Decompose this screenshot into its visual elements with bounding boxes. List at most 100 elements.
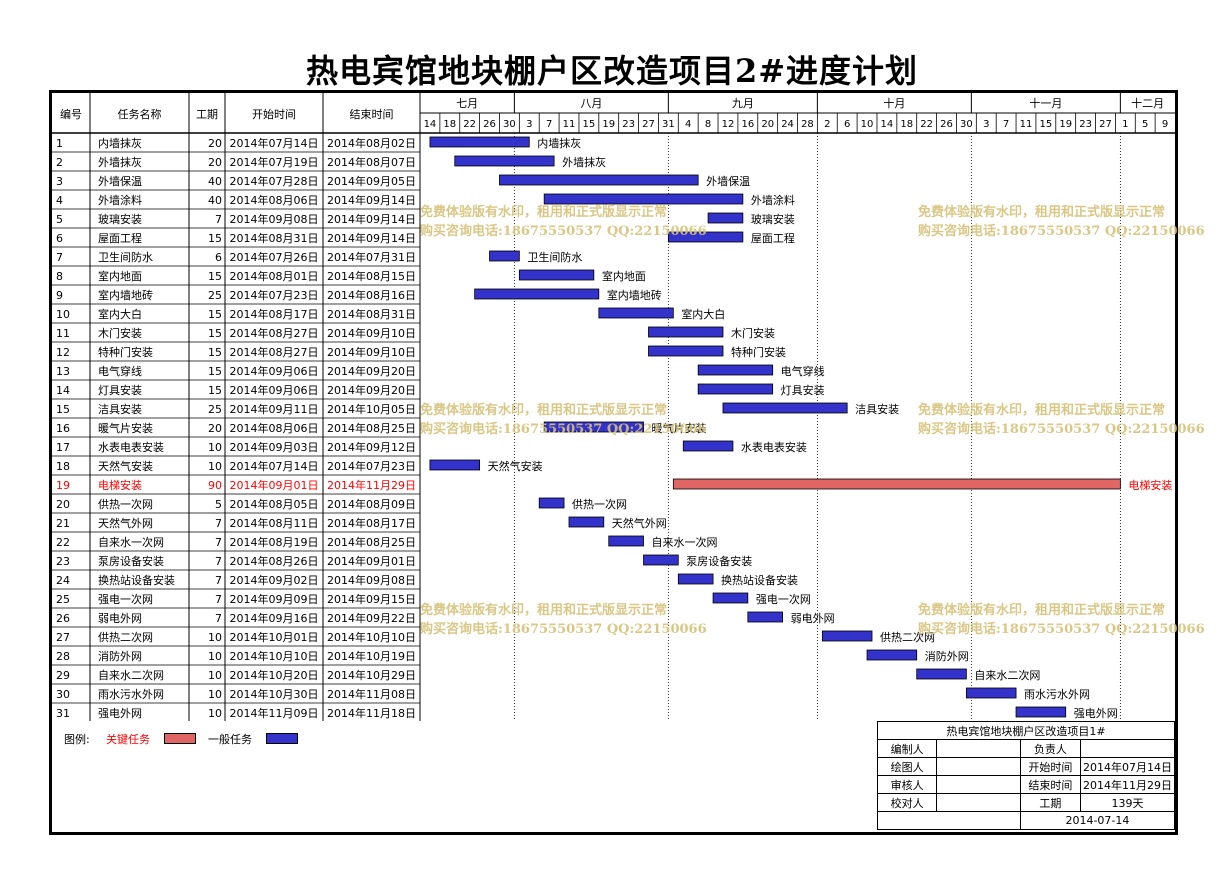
day-tick: 19 [602,119,615,130]
info-start-value: 2014年07月14日 [1079,757,1176,776]
task-start: 2014年11月09日 [230,706,319,720]
bar-label: 天然气外网 [612,516,667,530]
task-start: 2014年09月03日 [230,440,319,454]
task-bar [965,687,1017,699]
task-name: 消防外网 [98,649,142,663]
task-duration: 7 [215,536,222,549]
task-name: 室内墙地砖 [98,288,153,302]
task-name: 弱电外网 [98,612,142,625]
day-tick: 9 [1162,119,1168,130]
task-bar [1015,706,1067,718]
info-duration-value: 139天 [1079,793,1176,812]
day-tick: 30 [960,119,973,130]
task-end: 2014年08月25日 [327,535,416,549]
legend-normal-label: 一般任务 [208,733,252,746]
task-no: 6 [56,232,63,245]
task-no: 10 [56,308,70,321]
info-reviewer-label: 审核人 [876,775,938,794]
day-tick: 30 [503,119,516,130]
task-start: 2014年08月06日 [230,421,319,435]
task-end: 2014年08月25日 [327,421,416,435]
day-tick: 15 [1039,119,1052,130]
task-name: 强电外网 [98,707,142,720]
header-end: 结束时间 [350,108,394,121]
task-no: 4 [56,194,63,207]
task-end: 2014年10月19日 [327,649,416,663]
info-project: 热电宾馆地块棚户区改造项目1# [877,721,1175,740]
task-end: 2014年08月02日 [327,136,416,150]
month-label: 十月 [883,96,905,110]
info-owner-value [1079,739,1176,758]
task-duration: 7 [215,612,222,625]
task-no: 16 [56,422,70,435]
task-start: 2014年09月09日 [230,592,319,606]
day-tick: 14 [424,119,437,130]
task-name: 木门安装 [98,326,142,340]
task-no: 19 [56,479,70,492]
info-date: 2014-07-14 [1019,811,1176,830]
bar-label: 电气穿线 [781,364,825,378]
task-end: 2014年08月16日 [327,288,416,302]
task-bar [648,345,724,357]
task-name: 自来水二次网 [98,668,164,682]
task-duration: 7 [215,517,222,530]
task-start: 2014年09月11日 [230,402,319,416]
task-no: 1 [56,137,63,150]
day-tick: 2 [824,119,830,130]
task-name: 室内地面 [98,269,142,283]
bar-label: 木门安装 [731,326,775,340]
task-duration: 10 [208,441,222,454]
day-tick: 16 [741,119,754,130]
task-no: 3 [56,175,63,188]
task-start: 2014年07月23日 [230,288,319,302]
day-tick: 10 [861,119,874,130]
month-label: 七月 [456,97,478,110]
info-end-label: 结束时间 [1019,775,1081,794]
task-no: 5 [56,213,63,226]
bar-label: 外墙抹灰 [562,155,606,169]
task-name: 内墙抹灰 [98,136,142,150]
task-no: 20 [56,498,70,511]
task-bar [538,497,565,509]
task-end: 2014年09月08日 [327,573,416,587]
task-no: 11 [56,327,70,340]
task-end: 2014年10月10日 [327,630,416,644]
task-end: 2014年10月05日 [327,402,416,416]
bar-label: 自来水一次网 [652,535,718,549]
bar-label: 屋面工程 [751,232,795,245]
info-reviewer-value [936,775,1021,794]
task-bar [722,402,848,414]
task-name: 洁具安装 [98,402,142,416]
task-name: 暖气片安装 [98,421,153,435]
task-start: 2014年09月08日 [230,212,319,226]
task-no: 29 [56,669,70,682]
task-start: 2014年10月30日 [230,687,319,701]
task-duration: 10 [208,650,222,663]
task-end: 2014年09月05日 [327,174,416,188]
day-tick: 6 [844,119,850,130]
bar-label: 泵房设备安装 [686,554,752,568]
task-name: 灯具安装 [98,383,142,397]
task-bar [543,421,644,433]
day-tick: 11 [1020,119,1033,130]
task-start: 2014年10月01日 [230,630,319,644]
day-tick: 18 [900,119,913,130]
task-no: 8 [56,270,63,283]
task-name: 卫生间防水 [98,250,153,264]
page-title: 热电宾馆地块棚户区改造项目2#进度计划 [305,52,919,90]
task-no: 13 [56,365,70,378]
day-tick: 14 [881,119,894,130]
task-name: 特种门安装 [98,345,153,359]
task-bar [747,611,783,623]
bar-label: 室内大白 [681,307,725,321]
task-duration: 15 [208,346,222,359]
header-name: 任务名称 [118,107,162,121]
info-editor-value [936,739,1021,758]
header-duration: 工期 [196,108,218,121]
task-start: 2014年08月19日 [230,535,319,549]
task-start: 2014年07月26日 [230,250,319,264]
task-start: 2014年07月14日 [230,136,319,150]
task-no: 17 [56,441,70,454]
task-end: 2014年08月09日 [327,497,416,511]
day-tick: 11 [563,119,576,130]
